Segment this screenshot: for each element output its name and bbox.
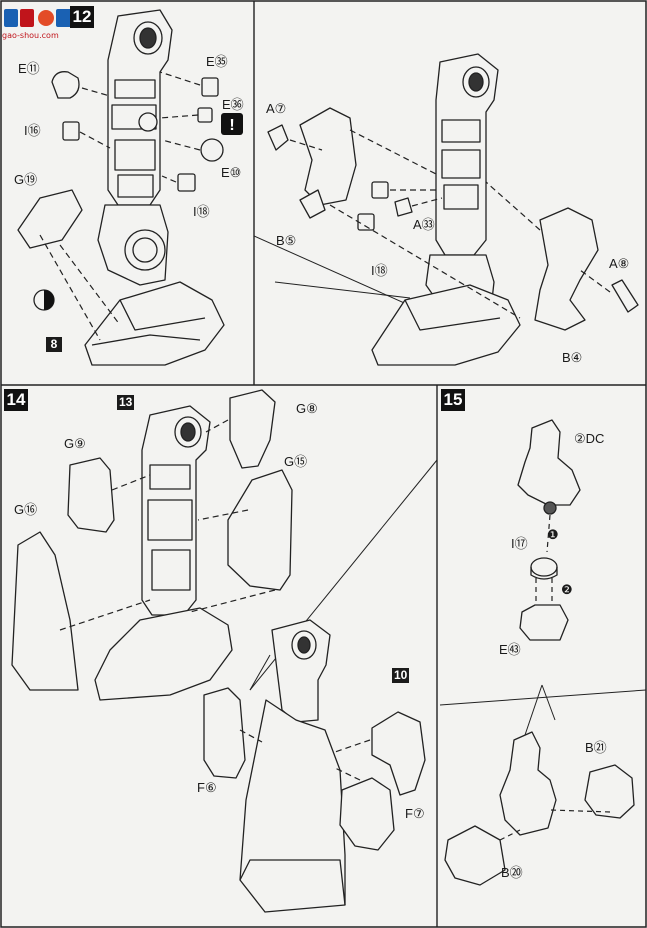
label-b4: B④: [562, 350, 583, 365]
label-i18: I⑱: [193, 204, 210, 219]
step-number-15: 15: [441, 389, 465, 411]
label-a7: A⑦: [266, 101, 287, 116]
watermark-url: gao-shou.com: [2, 31, 59, 40]
step14-assembly: [11, 389, 426, 913]
label-f7: F⑦: [405, 806, 425, 821]
step15-bottom-assembly: [444, 731, 635, 886]
label-a8: A⑧: [609, 256, 630, 271]
label-g19: G⑲: [14, 172, 38, 187]
label-b20: B⑳: [501, 865, 523, 880]
step15-top-assembly: [517, 419, 581, 641]
label-g9: G⑨: [64, 436, 86, 451]
label-e11: E⑪: [18, 61, 40, 76]
label-2dc: ②DC: [574, 431, 605, 446]
label-a33: A㉝: [413, 217, 435, 232]
watermark-logo: gao-shou.com: [2, 6, 74, 40]
label-g8: G⑧: [296, 401, 318, 416]
step-number-14: 14: [4, 389, 28, 411]
label-e10: E⑩: [221, 165, 242, 180]
label-order-2: ❷: [561, 582, 573, 597]
label-g16: G⑯: [14, 502, 38, 517]
label-i16: I⑯: [24, 123, 41, 138]
label-order-1: ❶: [547, 527, 559, 542]
step12-left-assembly: [17, 9, 225, 366]
step-number-12: 12: [70, 6, 94, 28]
step12-right-assembly: [267, 53, 639, 366]
label-e35: E㉟: [206, 54, 228, 69]
label-i18-right: I⑱: [371, 263, 388, 278]
reference-step-10: 10: [392, 668, 410, 683]
label-e43: E㊸: [499, 642, 521, 657]
label-e36: E㊱: [222, 97, 244, 112]
label-g15: G⑮: [284, 454, 308, 469]
svg-text:!: !: [229, 117, 234, 134]
label-b21: B㉑: [585, 740, 607, 755]
reference-step-13: 13: [117, 395, 135, 410]
label-i17: I⑰: [511, 536, 528, 551]
label-b5: B⑤: [276, 233, 297, 248]
foot-part-8: [84, 281, 225, 366]
reference-step-8: 8: [46, 337, 62, 352]
label-f6: F⑥: [197, 780, 217, 795]
